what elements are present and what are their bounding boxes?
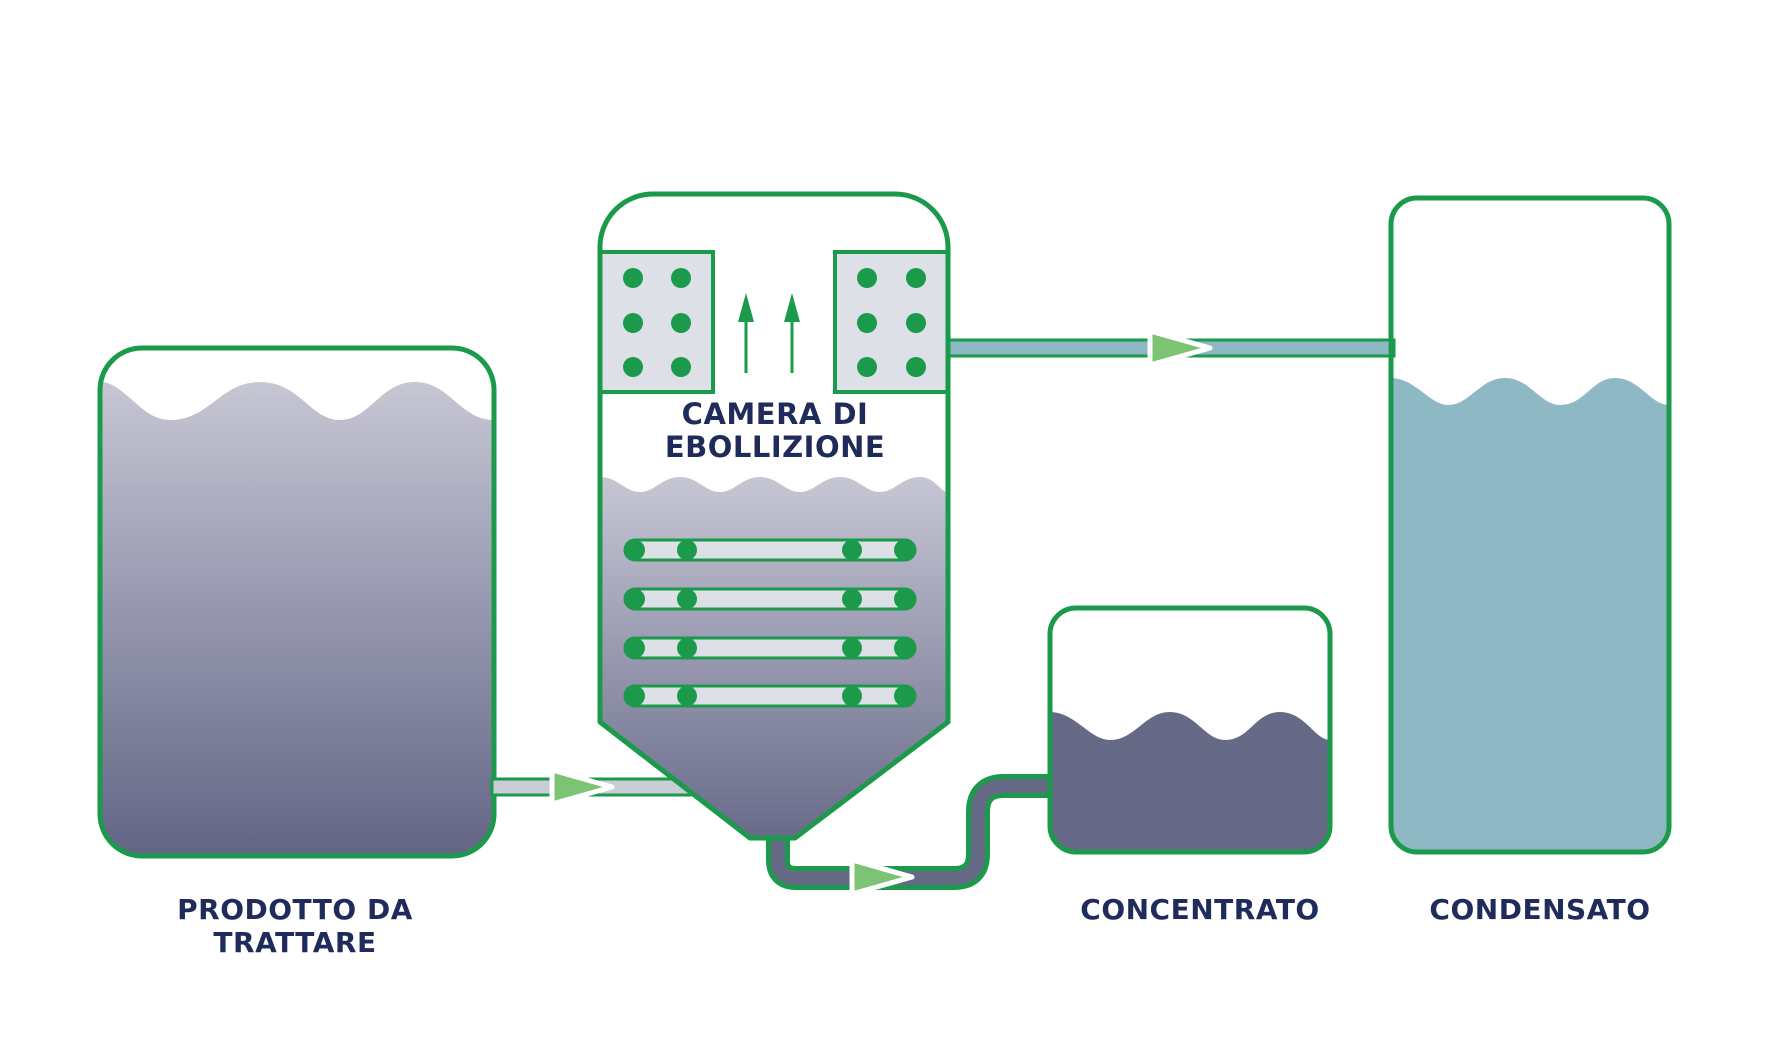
chamber-label-line1: CAMERA DI — [681, 397, 869, 431]
feed-tank-outline — [97, 345, 497, 859]
chamber-label-line2: EBOLLIZIONE — [664, 430, 886, 464]
feed-flow-arrow — [549, 767, 615, 807]
boiling-chamber — [597, 191, 951, 841]
concentrate-liquid — [1050, 712, 1330, 852]
condensate-liquid — [1391, 378, 1669, 852]
condensate-tank-outline — [1388, 195, 1672, 855]
chamber-label: CAMERA DI EBOLLIZIONE — [615, 398, 935, 464]
feed-label-line2: TRATTARE — [213, 926, 377, 959]
chamber-liquid — [600, 477, 948, 838]
concentrate-tank-outline — [1047, 605, 1333, 855]
feed-pipe — [490, 767, 694, 807]
concentrate-tank — [1047, 605, 1333, 855]
steam-box-right-dots — [857, 268, 926, 377]
feed-label-line1: PRODOTTO DA — [177, 893, 413, 926]
condensate-tank — [1388, 195, 1672, 855]
feed-tank — [97, 345, 497, 859]
vapor-pipe — [944, 328, 1396, 368]
steam-box-left — [599, 250, 715, 394]
heating-tube-4 — [623, 684, 917, 708]
condensate-label-text: CONDENSATO — [1429, 893, 1651, 926]
vapor-up-arrow-2 — [784, 293, 800, 373]
concentrate-label-text: CONCENTRATO — [1080, 893, 1320, 926]
condensate-label: CONDENSATO — [1370, 893, 1710, 926]
heating-tube-2 — [623, 587, 917, 611]
concentrate-label: CONCENTRATO — [1030, 893, 1370, 926]
feed-tank-label: PRODOTTO DA TRATTARE — [120, 893, 470, 959]
heating-tube-3 — [623, 636, 917, 660]
vapor-up-arrow-1 — [738, 293, 754, 373]
feed-liquid — [100, 382, 494, 856]
heating-tube-1 — [623, 538, 917, 562]
steam-box-right — [833, 250, 949, 394]
chamber-outline — [597, 191, 951, 841]
concentrate-pipe — [766, 774, 1052, 897]
steam-box-left-dots — [623, 268, 691, 377]
concentrate-flow-arrow — [849, 857, 915, 897]
vapor-flow-arrow — [1147, 328, 1213, 368]
